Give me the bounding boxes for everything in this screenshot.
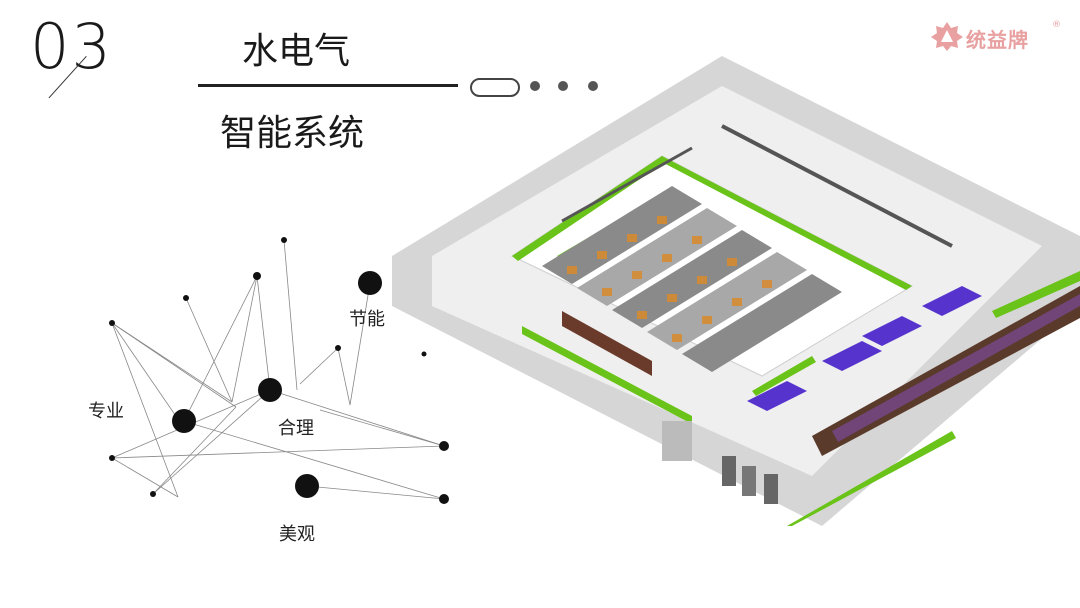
registered-mark: ® [1052, 20, 1061, 30]
brand-name: 统益牌 [966, 28, 1029, 52]
keyword-network-diagram [109, 237, 449, 504]
brand-logo-icon [931, 22, 963, 51]
slide-title-line2: 智能系统 [220, 113, 365, 154]
pill-decoration [470, 78, 520, 97]
dot-decoration [530, 81, 540, 91]
factory-floorplan-illustration [392, 56, 1080, 526]
keyword-label: 合理 [278, 418, 314, 439]
keyword-label: 专业 [88, 401, 124, 422]
section-number: 03 [30, 10, 113, 83]
dot-decoration [558, 81, 568, 91]
slide-title-line1: 水电气 [242, 31, 351, 72]
keyword-label: 节能 [349, 309, 385, 330]
dot-decoration [588, 81, 598, 91]
title-rule [198, 84, 458, 87]
keyword-label: 美观 [279, 524, 315, 545]
